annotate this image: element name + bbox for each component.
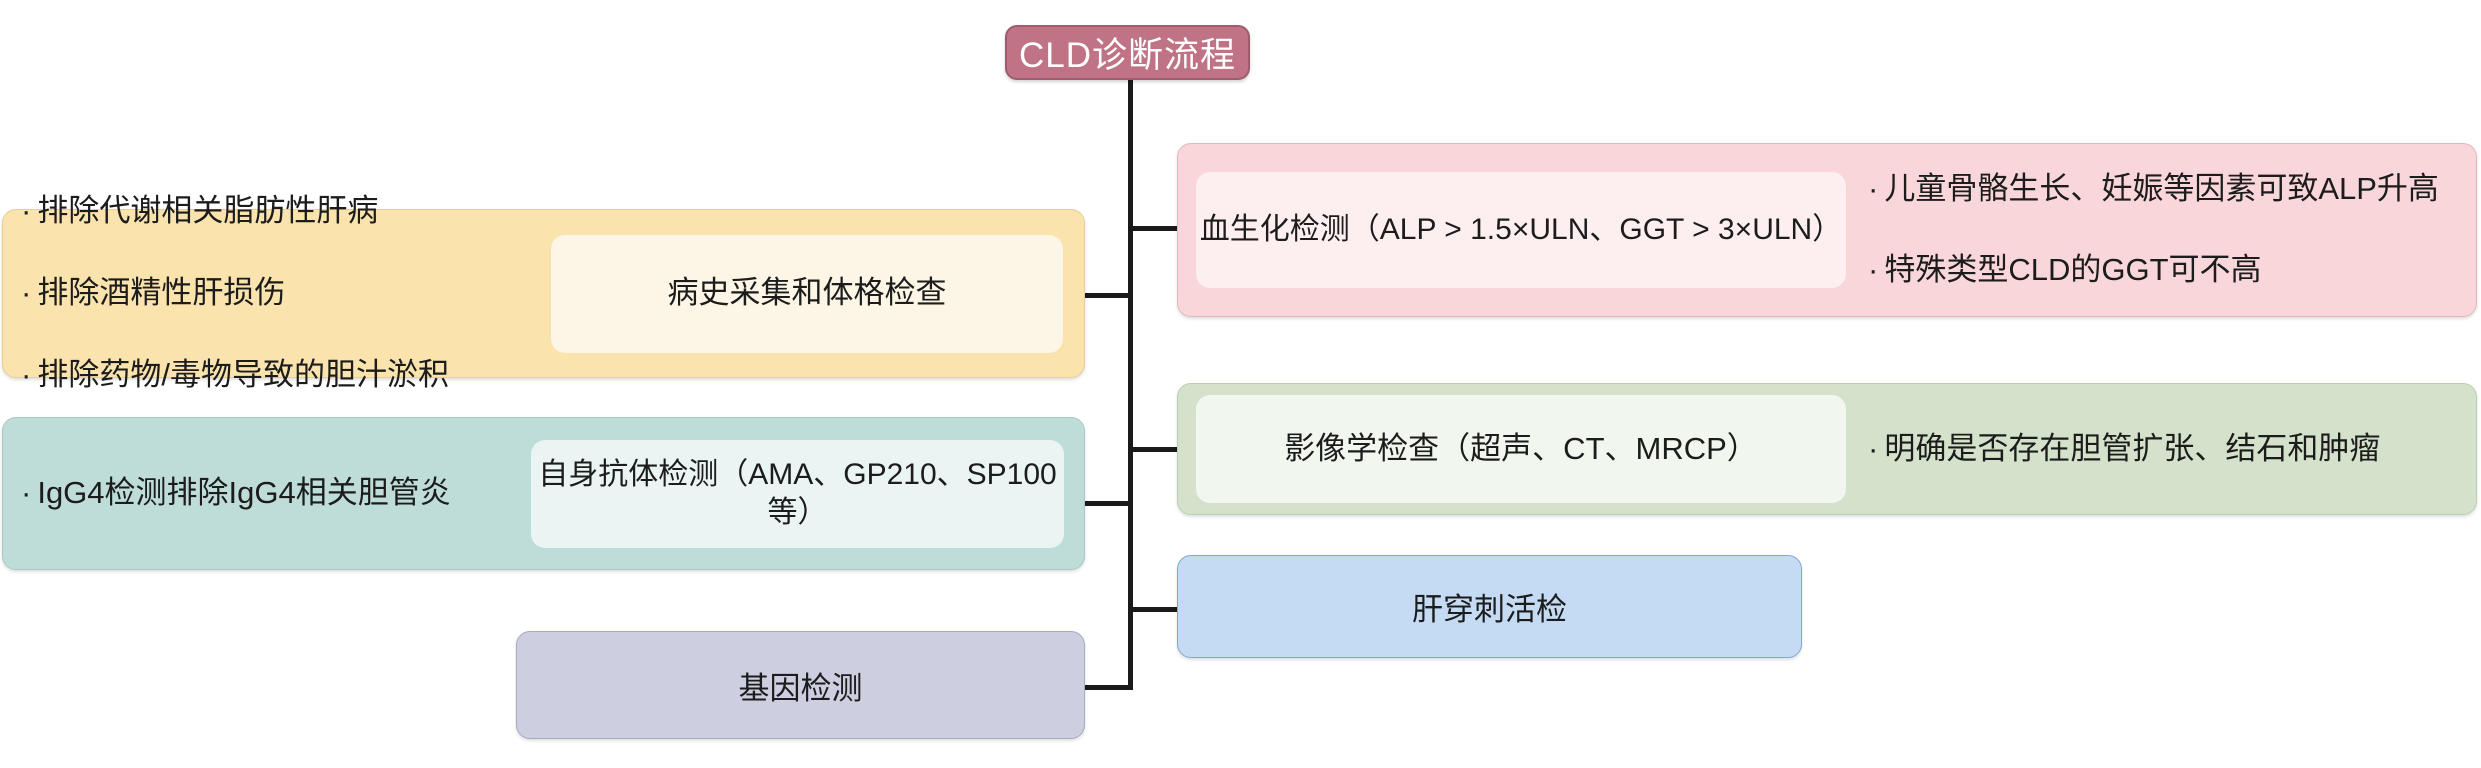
note-item: 儿童骨骼生长、妊娠等因素可致ALP升高	[1868, 169, 2439, 210]
note-item: 排除酒精性肝损伤	[21, 273, 541, 314]
node-liver-biopsy-label: 肝穿刺活检	[1412, 592, 1567, 627]
node-autoantibody-label-chip[interactable]: 自身抗体检测（AMA、GP210、SP100等）	[531, 439, 1064, 548]
node-history-physical[interactable]: 排除代谢相关脂肪性肝病 排除酒精性肝损伤 排除药物/毒物导致的胆汁淤积 病史采集…	[2, 193, 1085, 392]
connector-to-history	[1081, 293, 1133, 298]
note-item: 特殊类型CLD的GGT可不高	[1868, 250, 2439, 291]
node-genetic-testing-label: 基因检测	[738, 670, 863, 706]
root-node-cld-diagnosis[interactable]: CLD诊断流程	[1005, 25, 1250, 80]
node-history-physical-notes: 排除代谢相关脂肪性肝病 排除酒精性肝损伤 排除药物/毒物导致的胆汁淤积	[21, 150, 541, 436]
note-item: IgG4检测排除IgG4相关胆管炎	[21, 473, 521, 514]
note-item: 明确是否存在胆管扩张、结石和肿瘤	[1868, 429, 2380, 470]
node-blood-biochemistry-label-chip[interactable]: 血生化检测（ALP > 1.5×ULN、GGT > 3×ULN）	[1196, 172, 1846, 288]
node-imaging-label: 影像学检查（超声、CT、MRCP）	[1284, 430, 1758, 466]
node-autoantibody-notes: IgG4检测排除IgG4相关胆管炎	[21, 432, 521, 555]
node-history-physical-label: 病史采集和体格检查	[667, 275, 947, 311]
root-node-label: CLD诊断流程	[1018, 36, 1237, 75]
node-autoantibody[interactable]: IgG4检测排除IgG4相关胆管炎 自身抗体检测（AMA、GP210、SP100…	[2, 417, 1085, 570]
connector-to-imaging	[1128, 447, 1180, 452]
connector-to-autoantibody	[1081, 501, 1133, 506]
note-item: 排除药物/毒物导致的胆汁淤积	[21, 355, 541, 396]
node-blood-biochemistry[interactable]: 血生化检测（ALP > 1.5×ULN、GGT > 3×ULN） 儿童骨骼生长、…	[1177, 143, 2477, 317]
node-imaging-notes: 明确是否存在胆管扩张、结石和肿瘤	[1868, 388, 2380, 511]
node-blood-biochemistry-label: 血生化检测（ALP > 1.5×ULN、GGT > 3×ULN）	[1199, 213, 1843, 247]
note-item: 排除代谢相关脂肪性肝病	[21, 191, 541, 232]
node-imaging-label-chip[interactable]: 影像学检查（超声、CT、MRCP）	[1196, 395, 1846, 503]
connector-to-biochem	[1128, 226, 1180, 231]
connector-trunk	[1128, 78, 1133, 690]
node-liver-biopsy[interactable]: 肝穿刺活检	[1177, 555, 1802, 658]
node-autoantibody-label: 自身抗体检测（AMA、GP210、SP100等）	[538, 458, 1057, 529]
node-imaging[interactable]: 影像学检查（超声、CT、MRCP） 明确是否存在胆管扩张、结石和肿瘤	[1177, 383, 2477, 515]
connector-to-genetic	[1081, 685, 1133, 690]
connector-to-biopsy	[1128, 607, 1180, 612]
node-blood-biochemistry-notes: 儿童骨骼生长、妊娠等因素可致ALP升高 特殊类型CLD的GGT可不高	[1868, 128, 2439, 333]
node-genetic-testing[interactable]: 基因检测	[516, 631, 1085, 739]
node-history-physical-label-chip[interactable]: 病史采集和体格检查	[551, 234, 1063, 353]
